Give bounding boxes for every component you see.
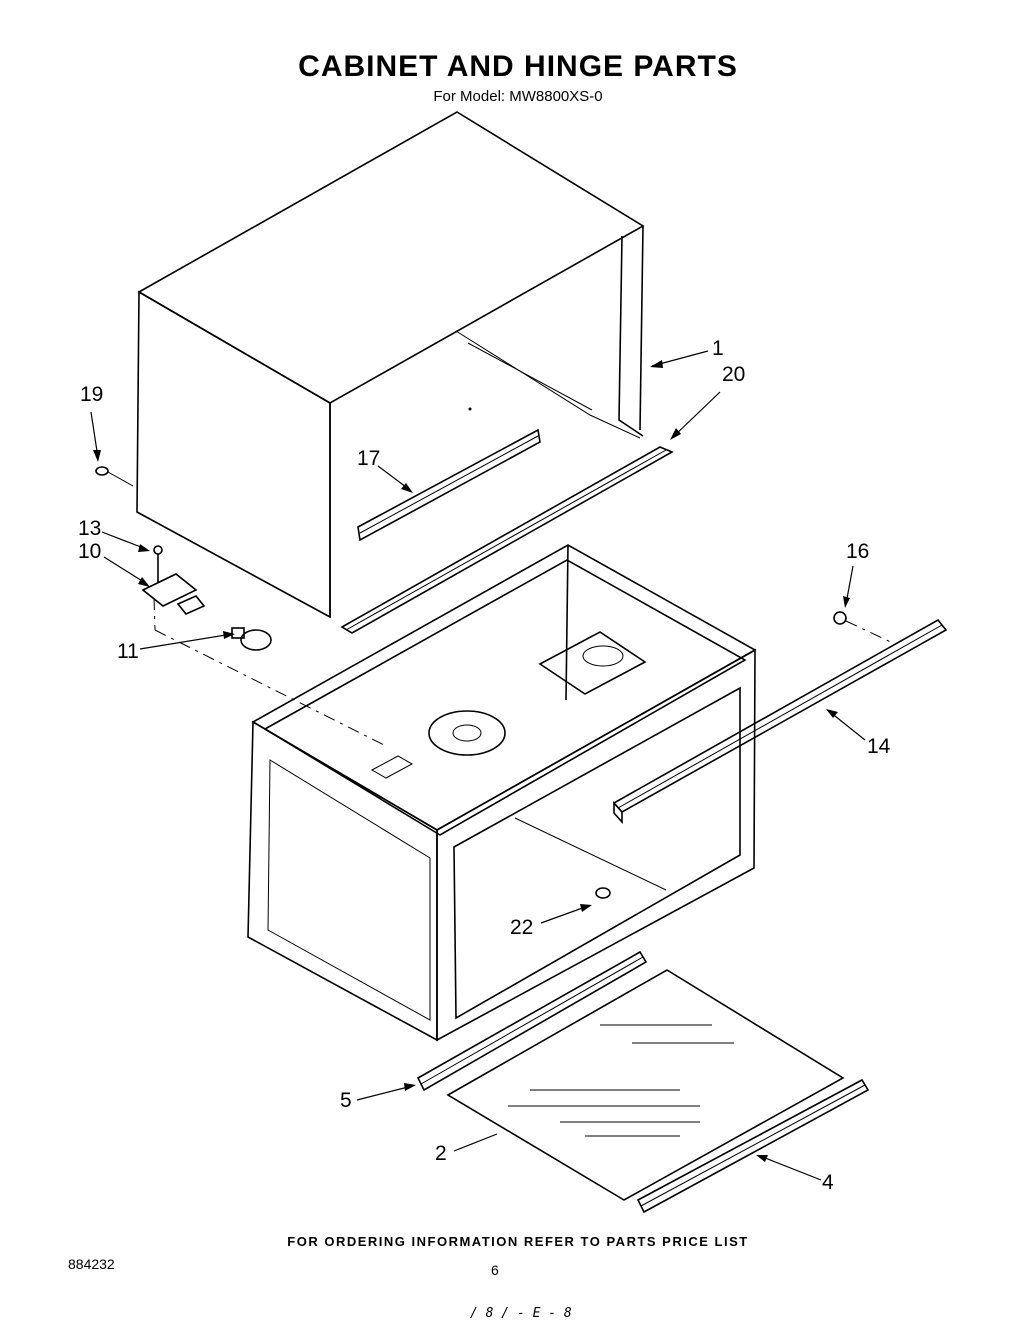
front-trim-part <box>340 446 674 634</box>
callout-10: 10 <box>78 540 102 563</box>
callout-13: 13 <box>78 517 102 540</box>
callout-4: 4 <box>822 1171 834 1194</box>
nut-part <box>833 611 896 645</box>
model-subtitle: For Model: MW8800XS-0 <box>433 88 603 105</box>
side-rail-left-part <box>416 950 648 1092</box>
document-number: 884232 <box>68 1256 115 1272</box>
lamp-bulb-part <box>231 627 272 651</box>
plug-button-part <box>595 887 611 899</box>
oven-chassis-part <box>247 544 757 1042</box>
callout-16: 16 <box>846 540 870 563</box>
callout-11: 11 <box>117 640 139 663</box>
bottom-plate-part <box>446 969 845 1201</box>
hinge-rail-part <box>612 618 948 825</box>
cabinet-wrapper-part <box>136 111 645 619</box>
page-title: CABINET AND HINGE PARTS <box>298 50 738 83</box>
page-number: 6 <box>491 1262 499 1278</box>
callout-17: 17 <box>357 447 381 470</box>
callout-14: 14 <box>867 735 891 758</box>
ordering-info-note: FOR ORDERING INFORMATION REFER TO PARTS … <box>287 1234 749 1249</box>
side-rail-right-part <box>636 1078 870 1214</box>
callout-2: 2 <box>435 1142 447 1165</box>
handwritten-mark: / 8 / - E - 8 <box>470 1306 572 1321</box>
callout-19: 19 <box>80 383 104 406</box>
screw-part <box>95 466 134 487</box>
callout-22: 22 <box>510 916 534 939</box>
callout-1: 1 <box>712 337 724 360</box>
gasket-strip-part <box>357 428 541 542</box>
callout-5: 5 <box>340 1089 352 1112</box>
callout-20: 20 <box>722 363 746 386</box>
hinge-bracket-part <box>141 545 387 747</box>
leader-lines <box>90 350 866 1181</box>
